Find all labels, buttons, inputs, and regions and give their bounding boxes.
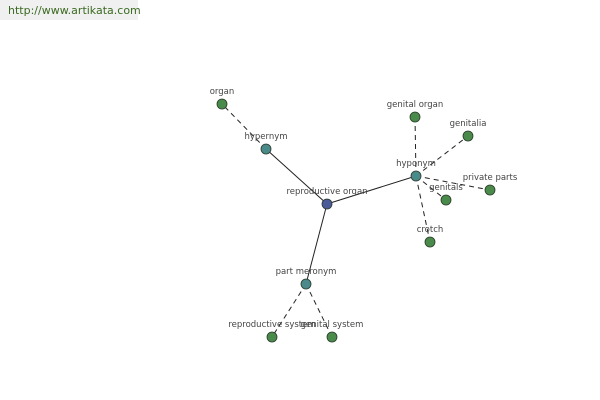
edge-reproductive-organ-to-hypernym (265, 148, 328, 205)
node-genital-organ[interactable] (409, 111, 421, 123)
node-genital-system[interactable] (326, 331, 338, 343)
edge-hyponym-to-genitalia (415, 135, 469, 177)
node-label-genital-organ: genital organ (387, 100, 444, 110)
edge-hyponym-to-genitals (415, 175, 447, 201)
node-label-genitalia: genitalia (450, 119, 487, 129)
labels-layer: reproductive organ hypernym hyponym part me… (210, 87, 518, 330)
edge-hyponym-to-private-parts (415, 175, 491, 191)
node-crotch[interactable] (424, 236, 436, 248)
node-label-hypernym: hypernym (244, 132, 287, 142)
node-label-reproductive-organ: reproductive organ (286, 187, 367, 197)
node-genitalia[interactable] (462, 130, 474, 142)
node-hypernym[interactable] (260, 143, 272, 155)
node-label-private-parts: private parts (463, 173, 518, 183)
edge-reproductive-organ-to-hyponym (326, 175, 417, 205)
node-organ[interactable] (216, 98, 228, 110)
node-private-parts[interactable] (484, 184, 496, 196)
node-label-genitals: genitals (429, 183, 463, 193)
node-reproductive-organ[interactable] (321, 198, 333, 210)
edge-part-meronym-to-reproductive-system (271, 283, 307, 338)
nodes-layer (216, 98, 496, 343)
site-url-link[interactable]: http://www.artikata.com (8, 3, 141, 17)
node-label-part-meronym: part meronym (276, 267, 337, 277)
node-label-genital-system: genital system (301, 320, 364, 330)
node-label-crotch: crotch (417, 225, 444, 235)
node-label-reproductive-system: reproductive system (228, 320, 315, 330)
node-label-organ: organ (210, 87, 235, 97)
edge-part-meronym-to-genital-system (305, 283, 333, 338)
node-genitals[interactable] (440, 194, 452, 206)
edge-hyponym-to-crotch (415, 175, 431, 243)
edge-reproductive-organ-to-part-meronym (305, 203, 328, 285)
url-bar: http://www.artikata.com (0, 0, 141, 20)
node-label-hyponym: hyponym (396, 159, 436, 169)
node-part-meronym[interactable] (300, 278, 312, 290)
edges-layer (221, 103, 491, 338)
node-hyponym[interactable] (410, 170, 422, 182)
edge-hypernym-to-organ (221, 103, 267, 150)
node-reproductive-system[interactable] (266, 331, 278, 343)
edge-hyponym-to-genital-organ (414, 116, 417, 177)
